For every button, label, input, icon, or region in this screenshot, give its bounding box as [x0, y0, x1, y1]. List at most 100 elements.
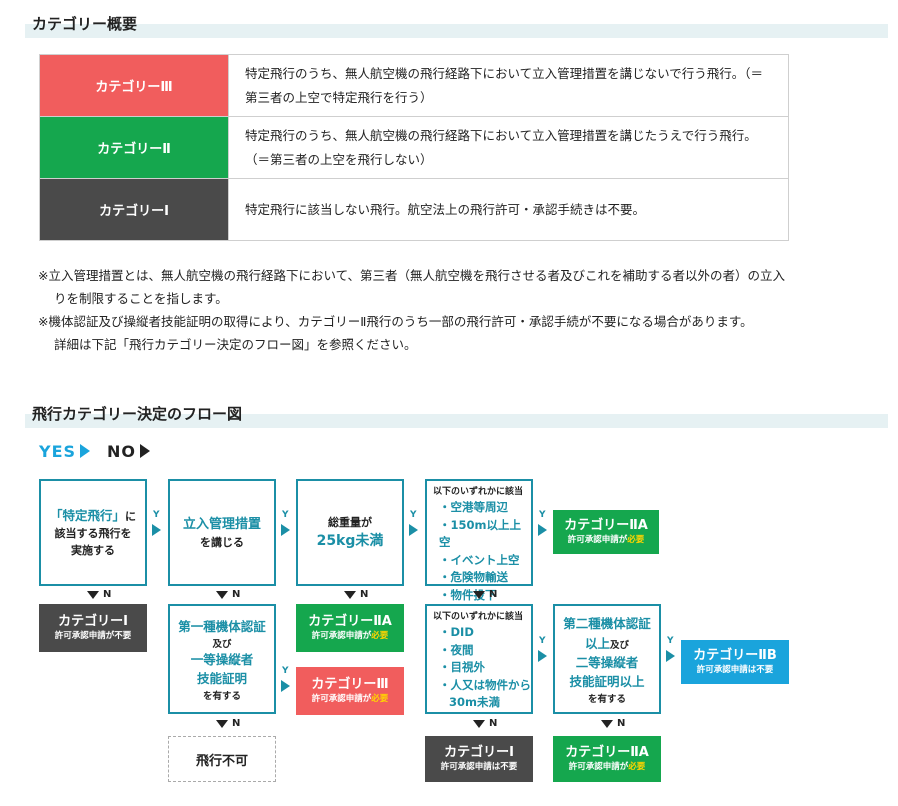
no-arrow-icon	[216, 591, 228, 599]
flow-q7-type2-cert: 第二種機体認証 以上及び 二等操縦者 技能証明以上 を有する	[553, 604, 661, 714]
list-item: ・夜間	[439, 642, 474, 657]
flow-q4-conditions: 以下のいずれかに該当 ・空港等周辺 ・150m以上上空 ・イベント上空 ・危険物…	[425, 479, 533, 602]
result-sub-required: 必要	[627, 535, 645, 545]
q7-l1: 第二種機体認証	[563, 615, 651, 631]
result-sub-pre: 許可承認申請が	[311, 631, 372, 641]
no-arrow-icon	[473, 591, 485, 599]
flow-q2-entry-control: 立入管理措置 を講じる	[168, 479, 276, 586]
result-sub-required: 必要	[371, 694, 389, 704]
list-item: ・空港等周辺	[439, 500, 508, 514]
result-not-allowed: 飛行不可	[168, 736, 276, 782]
list-item: ・150m以上上空	[439, 517, 521, 550]
yes-arrow-icon	[666, 650, 675, 662]
category-1-label: カテゴリーⅠ	[39, 178, 229, 241]
yes-arrow-icon	[409, 524, 418, 536]
table-row: カテゴリーⅢ 特定飛行のうち、無人航空機の飛行経路下において立入管理措置を講じな…	[39, 54, 789, 117]
notes: ※立入管理措置とは、無人航空機の飛行経路下において、第三者（無人航空機を飛行させ…	[38, 264, 886, 356]
result-sub-required: 必要	[628, 762, 646, 772]
section-header-bar	[25, 414, 888, 428]
legend-yes-label: YES	[39, 442, 77, 461]
no-label: N	[489, 589, 498, 600]
q1-line2: 該当する飛行を	[54, 527, 132, 540]
result-title: カテゴリーⅠ	[58, 614, 128, 629]
no-label: N	[232, 589, 241, 600]
section-header-bar	[25, 24, 888, 38]
result-sub: 許可承認申請が必要	[312, 630, 389, 643]
no-label: N	[489, 718, 498, 729]
category-3-label: カテゴリーⅢ	[39, 54, 229, 117]
yes-label: Y	[282, 666, 289, 676]
q7-l3: 二等操縦者	[575, 654, 639, 670]
section-title-flow: 飛行カテゴリー決定のフロー図	[32, 405, 243, 423]
category-1-desc: 特定飛行に該当しない飛行。航空法上の飛行許可・承認手続きは不要。	[228, 178, 789, 241]
no-arrow-icon	[216, 720, 228, 728]
list-item: 30m未満	[449, 695, 500, 709]
yes-label: Y	[153, 510, 160, 520]
yes-arrow-icon	[281, 680, 290, 692]
legend-no-label: NO	[107, 442, 136, 461]
flow-q3-weight: 総重量が 25kg未満	[296, 479, 404, 586]
result-category-1-bottom: カテゴリーⅠ 許可承認申請は不要	[425, 736, 533, 782]
result-sub: 許可承認申請が必要	[312, 693, 389, 706]
yes-label: Y	[539, 510, 546, 520]
result-title: カテゴリーⅢ	[311, 677, 389, 692]
note-2: ※機体認証及び操縦者技能証明の取得により、カテゴリーⅡ飛行のうち一部の飛行許可・…	[38, 314, 753, 329]
yes-arrow-icon	[281, 524, 290, 536]
result-sub: 許可承認申請が必要	[569, 761, 646, 774]
result-category-2a-top: カテゴリーⅡA 許可承認申請が必要	[553, 510, 659, 554]
result-sub: 許可承認申請が不要	[54, 631, 132, 641]
q3-sub: 総重量が	[328, 516, 372, 529]
play-arrow-icon	[140, 444, 150, 458]
legend-no: NO	[107, 442, 150, 461]
q7-l5: を有する	[587, 693, 626, 705]
q1-keyword: 「特定飛行」	[49, 508, 125, 523]
yes-arrow-icon	[538, 650, 547, 662]
q7-l2: 以上及び	[585, 633, 629, 653]
category-2-desc: 特定飛行のうち、無人航空機の飛行経路下において立入管理措置を講じたうえで行う飛行…	[228, 116, 789, 179]
no-arrow-icon	[473, 720, 485, 728]
list-item: ・人又は物件から	[439, 677, 531, 692]
result-category-1-left: カテゴリーⅠ 許可承認申請が不要	[39, 604, 147, 652]
q2-main: 立入管理措置	[182, 516, 261, 532]
no-label: N	[617, 718, 626, 729]
list-item: ・危険物輸送	[439, 570, 508, 584]
q5-l3: 一等操縦者	[190, 651, 254, 667]
category-3-desc: 特定飛行のうち、無人航空機の飛行経路下において立入管理措置を講じないで行う飛行。…	[228, 54, 789, 117]
yes-arrow-icon	[538, 524, 547, 536]
result-sub-pre: 許可承認申請が	[567, 535, 628, 545]
q1-particle: に	[125, 510, 136, 523]
q7-l2b: 及び	[610, 639, 630, 651]
yes-arrow-icon	[152, 524, 161, 536]
result-category-3: カテゴリーⅢ 許可承認申請が必要	[296, 667, 404, 715]
result-title: カテゴリーⅡA	[565, 745, 649, 760]
q5-l2: 及び	[212, 638, 232, 650]
table-row: カテゴリーⅡ 特定飛行のうち、無人航空機の飛行経路下において立入管理措置を講じた…	[39, 116, 789, 179]
note-1-cont: りを制限することを指します。	[54, 291, 228, 306]
result-title: カテゴリーⅡB	[693, 648, 777, 663]
no-label: N	[360, 589, 369, 600]
legend-yes: YES	[39, 442, 91, 461]
result-sub-pre: 許可承認申請が	[568, 762, 629, 772]
yes-label: Y	[410, 510, 417, 520]
no-arrow-icon	[344, 591, 356, 599]
list-item: ・物件投下	[439, 587, 497, 602]
yes-label: Y	[282, 510, 289, 520]
q5-l4: 技能証明	[196, 670, 247, 686]
note-1: ※立入管理措置とは、無人航空機の飛行経路下において、第三者（無人航空機を飛行させ…	[38, 268, 785, 283]
q3-main: 25kg未満	[316, 533, 384, 549]
note-2-cont: 詳細は下記「飛行カテゴリー決定のフロー図」を参照ください。	[54, 337, 417, 352]
result-title: カテゴリーⅡA	[308, 614, 392, 629]
q5-l1: 第一種機体認証	[178, 618, 266, 634]
list-item: ・DID	[439, 625, 474, 639]
section-title-category-overview: カテゴリー概要	[32, 15, 138, 33]
q1-line1: 「特定飛行」に	[50, 506, 136, 525]
result-category-2a-bottom: カテゴリーⅡA 許可承認申請が必要	[553, 736, 661, 782]
no-label: N	[103, 589, 112, 600]
play-arrow-icon	[80, 444, 91, 458]
result-sub: 許可承認申請は不要	[440, 762, 518, 772]
flow-q6-conditions: 以下のいずれかに該当 ・DID ・夜間 ・目視外 ・人又は物件から 30m未満	[425, 604, 533, 714]
no-arrow-icon	[601, 720, 613, 728]
table-row: カテゴリーⅠ 特定飛行に該当しない飛行。航空法上の飛行許可・承認手続きは不要。	[39, 178, 789, 241]
q1-line3: 実施する	[71, 544, 115, 557]
category-table: カテゴリーⅢ 特定飛行のうち、無人航空機の飛行経路下において立入管理措置を講じな…	[39, 54, 789, 241]
